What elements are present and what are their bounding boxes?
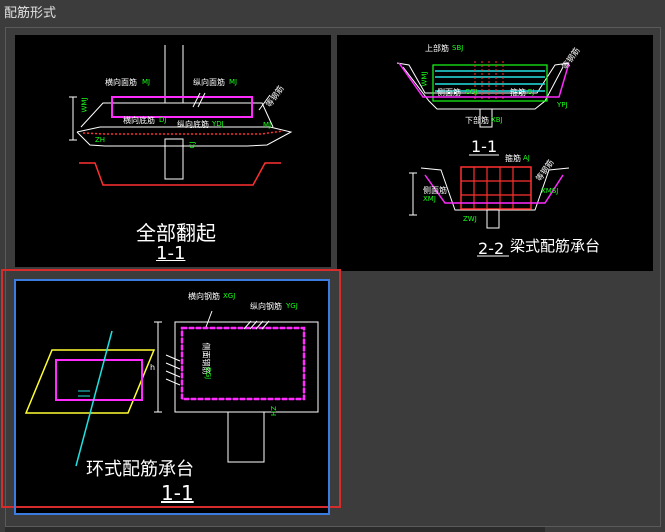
code-post: ZH — [95, 136, 106, 144]
caption-beam-cap: 梁式配筋承台 — [510, 237, 601, 255]
caption-full-turnup: 全部翻起 — [136, 221, 216, 245]
label-side: 侧面筋 — [437, 88, 461, 97]
code-long-top: MJ — [229, 78, 238, 86]
label-lower: 下部筋 — [465, 116, 489, 125]
selection-highlight — [1, 269, 341, 508]
code-bot2-beam: XMSJ — [541, 187, 559, 195]
label-side2: 侧面筋 — [423, 186, 447, 195]
bottom-strip — [5, 527, 545, 532]
code-pile: CJ — [188, 141, 197, 149]
option-ring-cap[interactable]: 横向钢筋 XGJ 纵向钢筋 YGJ 侧面钢筋 CGJ h ZH 环式配筋承台 1… — [16, 281, 328, 513]
label-hoop: 箍筋 — [505, 154, 521, 163]
code-left-beam: WMJ — [420, 71, 429, 87]
section-beam-2: 2-2 — [478, 239, 505, 258]
section-ring-cap: 1-1 — [161, 481, 194, 505]
height-mark: h — [150, 363, 156, 372]
section-beam-1: 1-1 — [471, 137, 498, 156]
window-title: 配筋形式 — [4, 6, 57, 21]
label-long-bottom: 纵向底筋 — [177, 120, 209, 129]
code-side: MJ — [263, 121, 272, 129]
code-bot-beam: ZWJ — [463, 215, 477, 223]
label-longitudinal: 纵向钢筋 — [250, 302, 282, 311]
section-full-turnup: 1-1 — [156, 243, 186, 264]
code-stirrup: GJ — [527, 88, 535, 96]
code-lower: XBJ — [491, 116, 503, 124]
label-stirrup: 箍筋 — [510, 88, 526, 97]
label-bottom-bar: 横向底筋 — [123, 116, 155, 125]
ring-cap-drawing — [24, 310, 319, 467]
code-right-beam: YPJ — [557, 101, 568, 109]
caption-ring-cap: 环式配筋承台 — [86, 459, 194, 480]
full-turnup-drawing — [69, 45, 293, 186]
beam-cap-drawing — [396, 61, 570, 257]
options-frame — [5, 27, 661, 527]
code-longitudinal: YGJ — [286, 302, 298, 310]
label-upper: 上部筋 — [425, 44, 449, 53]
code-top-bar: MJ — [142, 78, 151, 86]
code-long-bottom: YDJ — [212, 120, 224, 128]
label-horizontal: 横向钢筋 — [188, 292, 220, 301]
code-side-beam: CGJ — [465, 88, 478, 96]
code-hoop: AJ — [523, 154, 530, 162]
code-horizontal: XGJ — [223, 292, 236, 300]
option-beam-cap[interactable]: 上部筋 SBJ 侧面筋 CGJ 箍筋 GJ 下部筋 XBJ 等钢筋 WMJ YP… — [337, 35, 653, 271]
code-left: WMJ — [80, 97, 89, 113]
focus-highlight — [14, 279, 330, 515]
label-long-top: 纵向面筋 — [193, 78, 225, 87]
code-upper: SBJ — [452, 44, 464, 52]
code-bottom-bar: DJ — [159, 116, 167, 124]
label-top-bar: 横向面筋 — [105, 78, 137, 87]
option-full-turnup[interactable]: 横向面筋 MJ 纵向面筋 MJ 横向底筋 DJ 纵向底筋 YDJ 等钢筋 MJ … — [15, 35, 331, 267]
code-side2: XMJ — [423, 195, 436, 203]
